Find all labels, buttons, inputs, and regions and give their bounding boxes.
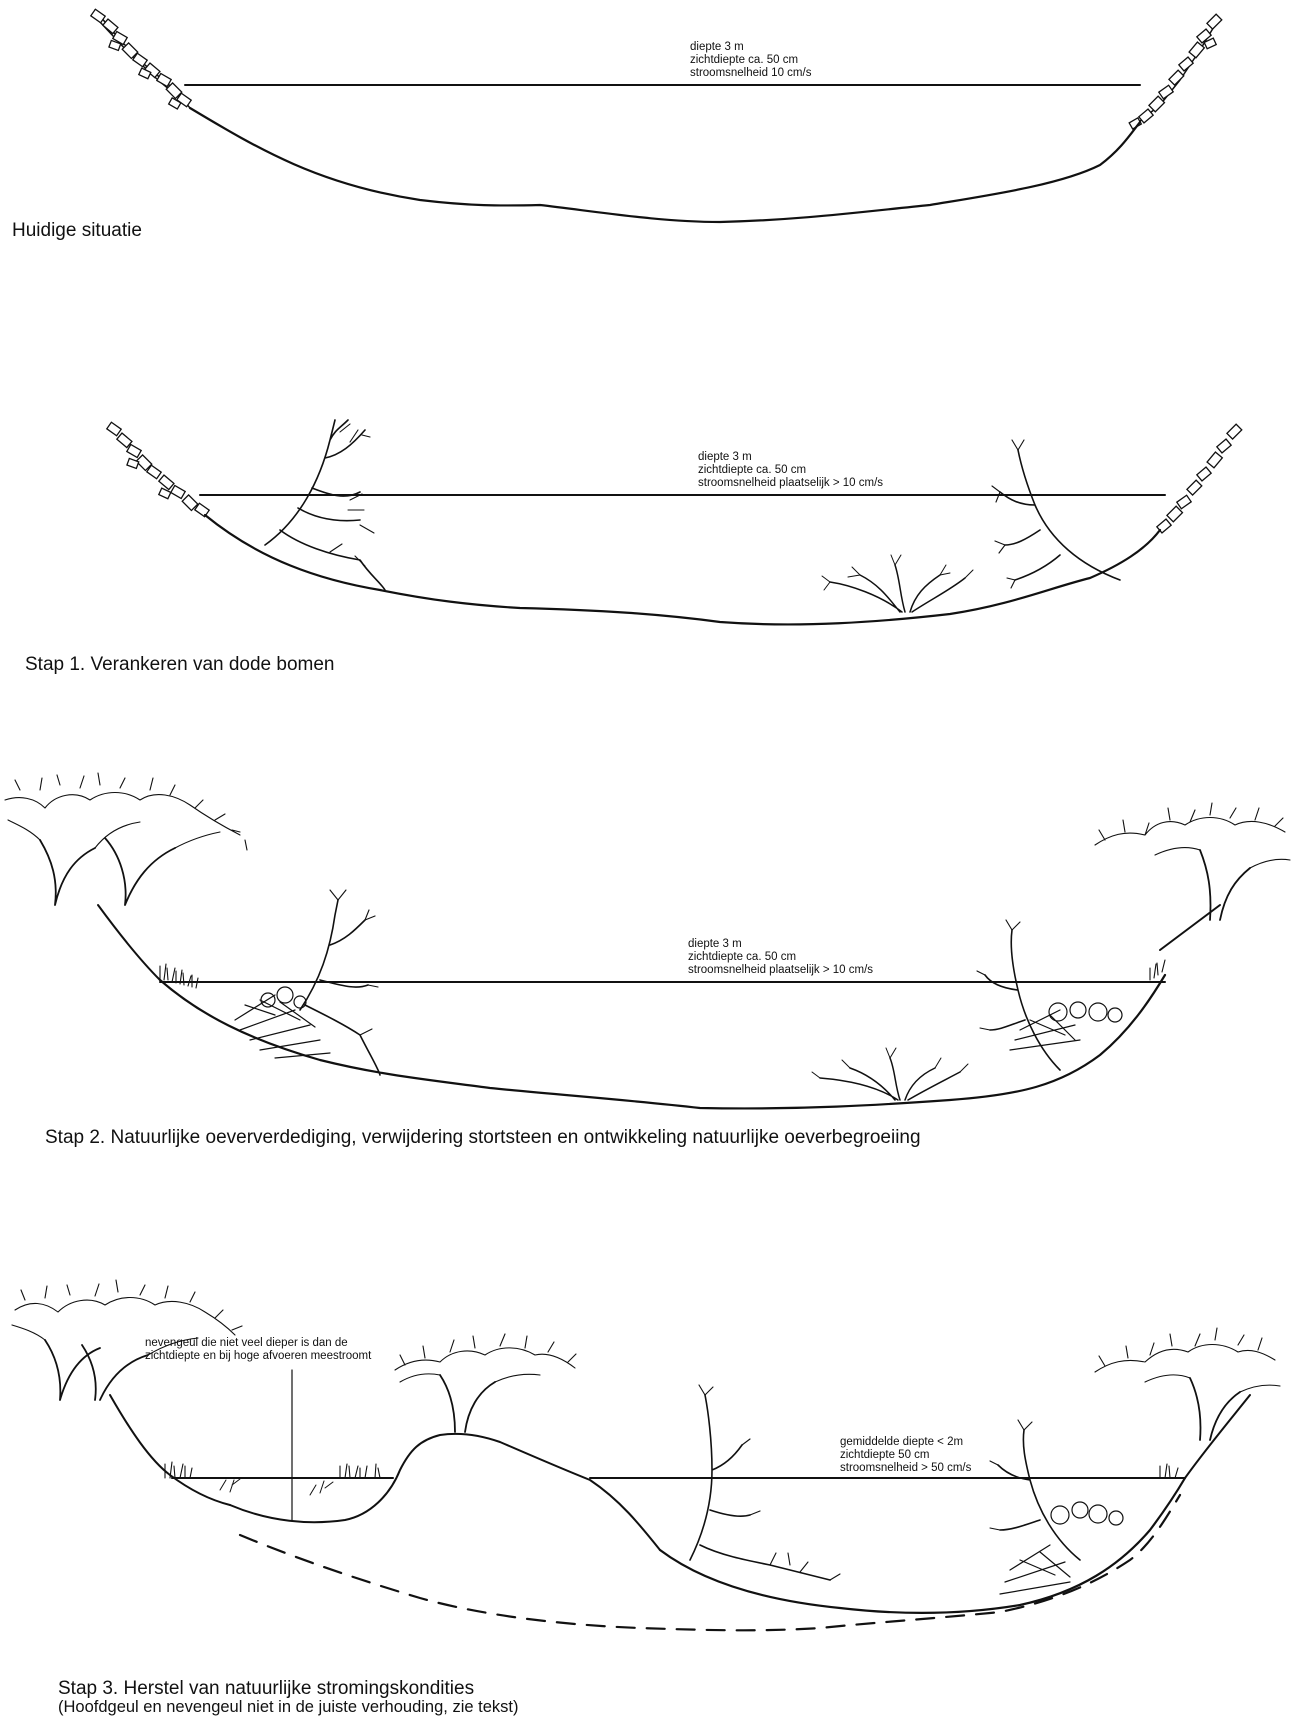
dead-tree-icon bbox=[690, 1385, 840, 1580]
note-depth: diepte 3 m bbox=[698, 451, 752, 463]
caption-panel-4: Stap 3. Herstel van natuurlijke stroming… bbox=[58, 1678, 474, 1699]
side-channel-notes: nevengeul die niet veel dieper is dan de… bbox=[145, 1337, 372, 1362]
tree-canopy-right-icon bbox=[1095, 1328, 1280, 1440]
panel-step-2: diepte 3 m zichtdiepte ca. 50 cm strooms… bbox=[5, 773, 1290, 1148]
note-flow-speed: stroomsnelheid > 50 cm/s bbox=[840, 1462, 972, 1474]
side-channel-note-line-2: zichtdiepte en bij hoge afvoeren meestro… bbox=[145, 1350, 372, 1362]
caption-panel-2: Stap 1. Verankeren van dode bomen bbox=[25, 654, 335, 675]
side-channel-note-line-1: nevengeul die niet veel dieper is dan de bbox=[145, 1337, 348, 1349]
riprap-right-icon bbox=[1157, 424, 1242, 533]
note-flow-speed: stroomsnelheid plaatselijk > 10 cm/s bbox=[698, 477, 883, 489]
tree-canopy-middle-icon bbox=[395, 1334, 576, 1432]
original-bed-dashed-line bbox=[240, 1495, 1180, 1630]
panel-step-3: nevengeul die niet veel dieper is dan de… bbox=[12, 1280, 1280, 1716]
dead-tree-icon bbox=[992, 440, 1120, 588]
tree-canopy-right-icon bbox=[1095, 803, 1290, 920]
caption-panel-3: Stap 2. Natuurlijke oeververdediging, ve… bbox=[45, 1127, 921, 1148]
panel-step-1: diepte 3 m zichtdiepte ca. 50 cm strooms… bbox=[25, 420, 1242, 675]
notes-panel-3: diepte 3 m zichtdiepte ca. 50 cm strooms… bbox=[688, 938, 873, 976]
shrub-icon bbox=[822, 555, 973, 612]
side-channel-bank-left bbox=[170, 1475, 230, 1505]
tree-canopy-left-icon bbox=[5, 773, 247, 905]
note-visibility: zichtdiepte ca. 50 cm bbox=[698, 464, 806, 476]
note-visibility: zichtdiepte 50 cm bbox=[840, 1449, 930, 1461]
shrub-icon bbox=[812, 1048, 968, 1100]
note-depth: diepte 3 m bbox=[688, 938, 742, 950]
brushwood-pile-icon bbox=[235, 987, 1122, 1058]
dead-tree-icon bbox=[977, 920, 1060, 1070]
notes-panel-4: gemiddelde diepte < 2m zichtdiepte 50 cm… bbox=[840, 1436, 972, 1474]
note-visibility: zichtdiepte ca. 50 cm bbox=[688, 951, 796, 963]
riprap-left-icon bbox=[91, 9, 191, 109]
note-flow-speed: stroomsnelheid plaatselijk > 10 cm/s bbox=[688, 964, 873, 976]
upper-bank-left bbox=[98, 905, 160, 980]
panel-current-situation: diepte 3 m zichtdiepte ca. 50 cm strooms… bbox=[12, 9, 1222, 241]
dead-tree-icon bbox=[265, 420, 385, 590]
upper-bank-left bbox=[110, 1395, 170, 1475]
main-channel-bed-profile bbox=[660, 1478, 1185, 1613]
riverbed-profile bbox=[205, 515, 1160, 624]
caption-panel-4-line-2: (Hoofdgeul en nevengeul niet in de juist… bbox=[58, 1698, 518, 1716]
note-visibility: zichtdiepte ca. 50 cm bbox=[690, 54, 798, 66]
riprap-left-icon bbox=[107, 422, 209, 516]
upper-bank-right bbox=[1160, 905, 1220, 950]
notes-panel-1: diepte 3 m zichtdiepte ca. 50 cm strooms… bbox=[690, 41, 812, 79]
note-flow-speed: stroomsnelheid 10 cm/s bbox=[690, 67, 812, 79]
riverbed-profile bbox=[190, 108, 1140, 222]
mid-bar-profile bbox=[230, 1434, 660, 1550]
caption-panel-1: Huidige situatie bbox=[12, 220, 142, 241]
upper-bank-right bbox=[1185, 1395, 1250, 1478]
note-depth: gemiddelde diepte < 2m bbox=[840, 1436, 963, 1448]
dead-tree-icon bbox=[990, 1420, 1080, 1560]
notes-panel-2: diepte 3 m zichtdiepte ca. 50 cm strooms… bbox=[698, 451, 883, 489]
note-depth: diepte 3 m bbox=[690, 41, 744, 53]
riprap-right-icon bbox=[1129, 14, 1222, 129]
brushwood-pile-icon bbox=[1000, 1502, 1123, 1594]
